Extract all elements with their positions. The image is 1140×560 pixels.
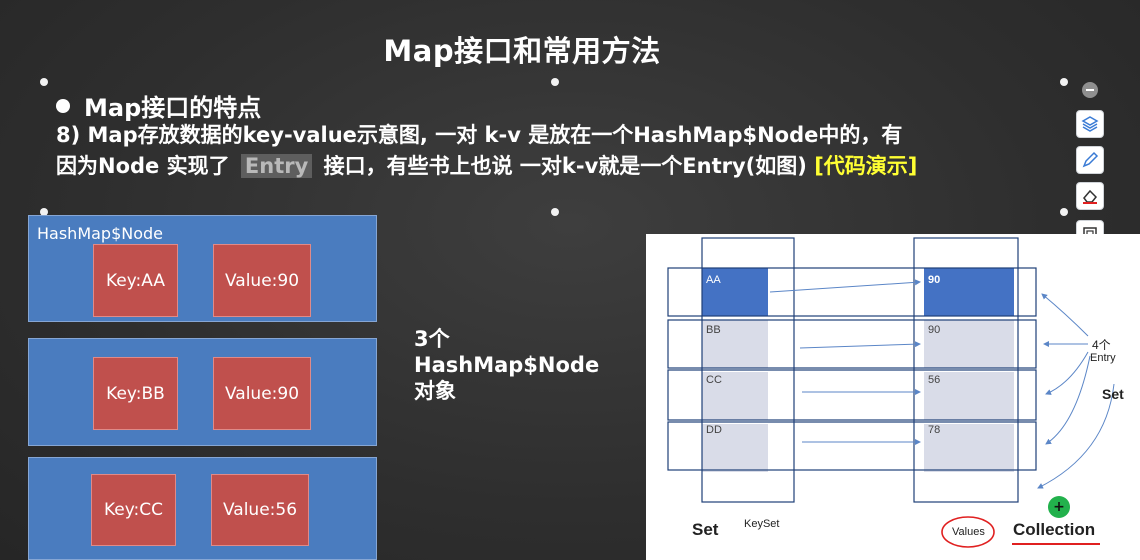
- pen-tool[interactable]: [1076, 146, 1104, 174]
- hashmap-node-box-1: HashMap$Node Key:AA Value:90: [28, 215, 377, 322]
- key-label-aa: AA: [706, 274, 721, 286]
- kv-arrow-1: [769, 279, 921, 293]
- node-caption-line-3: 对象: [414, 379, 456, 403]
- collection-label: Collection: [1013, 520, 1096, 539]
- key-cell: Key:AA: [93, 244, 178, 317]
- kv-arrow-2: [799, 341, 921, 349]
- eraser-tool[interactable]: [1076, 182, 1104, 210]
- eraser-icon: [1083, 189, 1098, 204]
- node-caption: 3个 HashMap$Node 对象: [414, 326, 599, 404]
- entry-row-2: [667, 319, 1037, 369]
- value-label-2: 90: [928, 324, 941, 336]
- key-cell-dd: [702, 424, 768, 472]
- description-line-1: 8) Map存放数据的key-value示意图, 一对 k-v 是放在一个Has…: [56, 123, 903, 147]
- value-cell: Value:56: [211, 474, 309, 546]
- bullet-heading: Map接口的特点: [56, 88, 261, 123]
- entry-arrow-1: [1041, 293, 1089, 337]
- selection-handle[interactable]: [40, 78, 48, 86]
- value-cell: Value:90: [213, 244, 311, 317]
- entry-arrow-4: [1045, 355, 1091, 445]
- pen-icon: [1082, 151, 1099, 168]
- set-arrow: [1037, 383, 1115, 489]
- entry-arrow-3: [1045, 351, 1089, 395]
- value-cell-2: [924, 320, 1014, 368]
- value-cell-4: [924, 424, 1014, 472]
- hashmap-node-box-3: Key:CC Value:56: [28, 457, 377, 560]
- selection-handle[interactable]: [1060, 78, 1068, 86]
- minimize-icon[interactable]: [1082, 82, 1098, 98]
- selection-handle[interactable]: [1060, 208, 1068, 216]
- selection-handle[interactable]: [551, 78, 559, 86]
- hashmap-node-label: HashMap$Node: [37, 224, 164, 243]
- entry-row-1: [667, 267, 1037, 317]
- layers-icon: [1081, 116, 1099, 132]
- description-line-2-b: 接口，有些书上也说 一对k-v就是一个Entry(如图): [323, 154, 807, 178]
- value-cell-1: [924, 268, 1014, 316]
- entry-label: Entry: [1090, 352, 1116, 364]
- bullet-icon: [56, 98, 70, 113]
- key-label-dd: DD: [706, 424, 722, 436]
- key-cell-cc: [702, 372, 768, 420]
- set-label-right: Set: [1102, 386, 1124, 402]
- node-caption-line-1: 3个: [414, 327, 450, 351]
- value-label-1: 90: [928, 274, 941, 286]
- key-cell: Key:CC: [91, 474, 176, 546]
- selection-handle[interactable]: [40, 208, 48, 216]
- code-demo-link: [代码演示]: [814, 154, 918, 178]
- entry-highlight: Entry: [240, 154, 313, 178]
- description-text: 8) Map存放数据的key-value示意图, 一对 k-v 是放在一个Has…: [56, 120, 1046, 182]
- add-icon[interactable]: +: [1048, 496, 1070, 518]
- entry-count-label: 4个: [1092, 338, 1111, 352]
- value-label-4: 78: [928, 424, 941, 436]
- diagram-canvas: [667, 237, 1115, 548]
- hashmap-node-box-2: Key:BB Value:90: [28, 338, 377, 446]
- entry-row-4: [667, 421, 1037, 471]
- keyset-label: KeySet: [744, 518, 780, 530]
- set-label-left: Set: [692, 520, 719, 539]
- entry-row-3: [667, 369, 1037, 421]
- key-cell-bb: [702, 320, 768, 368]
- key-cell-aa: [702, 268, 768, 316]
- key-label-cc: CC: [706, 374, 722, 386]
- values-annotation-circle: [941, 516, 995, 548]
- value-cell-3: [924, 372, 1014, 420]
- layers-tool[interactable]: [1076, 110, 1104, 138]
- value-label-3: 56: [928, 374, 941, 386]
- selection-handle[interactable]: [551, 208, 559, 216]
- heading-text: Map接口的特点: [84, 94, 262, 122]
- description-line-2: 因为Node 实现了 Entry 接口，有些书上也说 一对k-v就是一个Entr…: [56, 151, 1046, 182]
- value-cell: Value:90: [213, 357, 311, 430]
- key-label-bb: BB: [706, 324, 721, 336]
- node-caption-line-2: HashMap$Node: [414, 353, 600, 377]
- description-line-2-a: 因为Node 实现了: [56, 154, 230, 178]
- map-entry-diagram: AA BB CC DD 90 90 56 78 4个 Entry Set Set…: [646, 234, 1140, 560]
- slide-title: Map接口和常用方法: [383, 34, 661, 68]
- key-cell: Key:BB: [93, 357, 178, 430]
- values-label: Values: [952, 526, 985, 538]
